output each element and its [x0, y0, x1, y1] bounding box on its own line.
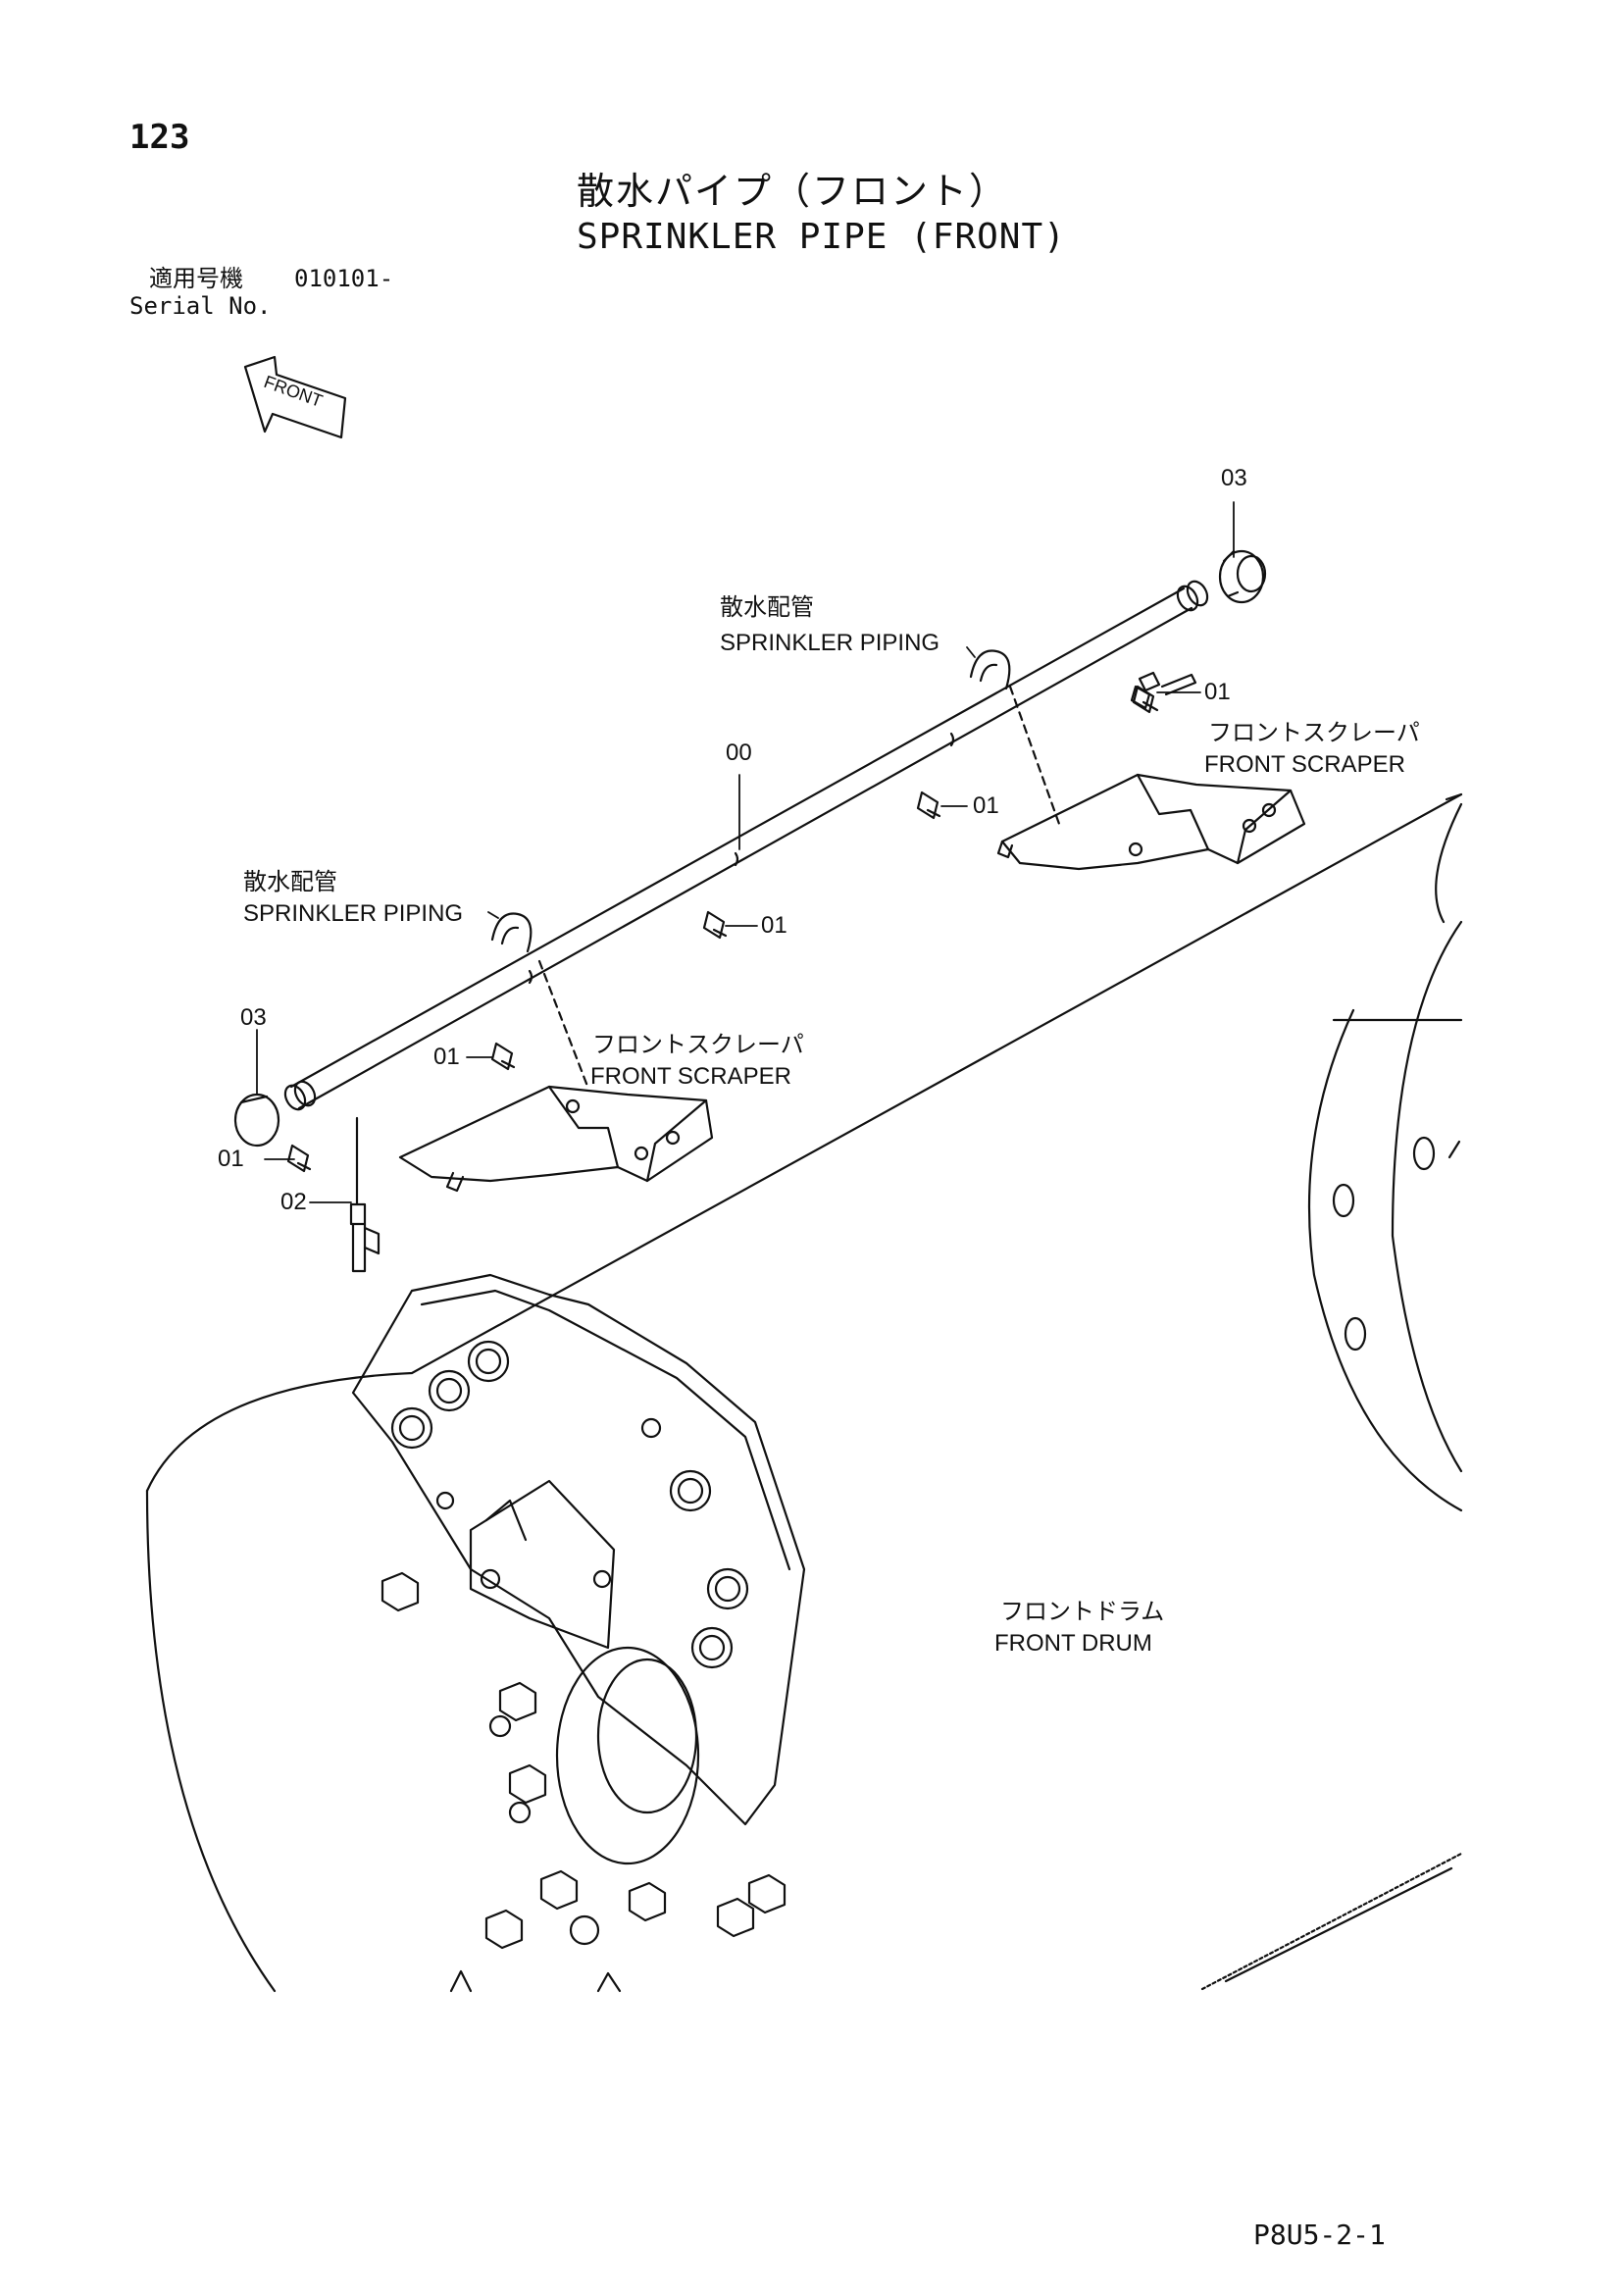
- serial-label-english: Serial No.: [129, 292, 272, 320]
- end-cap-right: [1218, 549, 1267, 604]
- u-bolt-top: [969, 649, 1011, 690]
- callout-03-left: 03: [240, 1004, 267, 1031]
- fitting-01-right-top: [1130, 671, 1197, 710]
- fitting-01-d: [490, 1042, 516, 1071]
- label-drum-ja: フロントドラム: [1000, 1599, 1165, 1625]
- fitting-01-e: [286, 1144, 312, 1173]
- callout-01-d: 01: [433, 1044, 460, 1070]
- front-scraper-middle: [398, 1085, 714, 1193]
- page-title-english: SPRINKLER PIPE (FRONT): [577, 217, 1066, 257]
- label-drum-en: FRONT DRUM: [994, 1630, 1152, 1657]
- label-piping-top-en: SPRINKLER PIPING: [720, 630, 940, 656]
- callout-02: 02: [280, 1189, 307, 1215]
- callout-leaders: [256, 501, 1235, 1203]
- leader-dashed: [537, 685, 1061, 1091]
- fitting-01-c: [702, 910, 728, 940]
- end-cap-left: [233, 1093, 280, 1148]
- fitting-01-a: [1132, 685, 1159, 714]
- front-drum: [145, 792, 1463, 1993]
- callout-01-b: 01: [973, 792, 999, 819]
- front-scraper-right: [996, 773, 1306, 871]
- drawing-number: P8U5-2-1: [1253, 2219, 1386, 2251]
- valve-02: [349, 1116, 381, 1273]
- front-arrow-icon: [243, 355, 347, 439]
- callout-01-a: 01: [1204, 679, 1231, 705]
- u-bolt-left: [490, 912, 533, 953]
- fitting-01-b: [916, 791, 941, 820]
- serial-value: 010101-: [294, 265, 394, 292]
- page-title-japanese: 散水パイプ（フロント）: [577, 170, 1009, 213]
- label-piping-top-ja: 散水配管: [720, 594, 814, 621]
- callout-00: 00: [726, 740, 752, 766]
- callout-01-e: 01: [218, 1146, 244, 1172]
- label-piping-left-en: SPRINKLER PIPING: [243, 900, 464, 927]
- label-scraper-right-en: FRONT SCRAPER: [1204, 751, 1405, 778]
- hex-bolts: [381, 1571, 787, 1950]
- callout-01-c: 01: [761, 912, 787, 939]
- page-number: 123: [129, 118, 190, 157]
- serial-label-japanese: 適用号機: [149, 265, 243, 292]
- label-scraper-mid-en: FRONT SCRAPER: [590, 1063, 791, 1090]
- label-scraper-mid-ja: フロントスクレーパ: [592, 1032, 804, 1058]
- callout-03-top: 03: [1221, 465, 1247, 491]
- label-scraper-right-ja: フロントスクレーパ: [1208, 720, 1420, 746]
- sprinkler-pipe: [283, 580, 1209, 1111]
- label-piping-left-ja: 散水配管: [243, 869, 337, 895]
